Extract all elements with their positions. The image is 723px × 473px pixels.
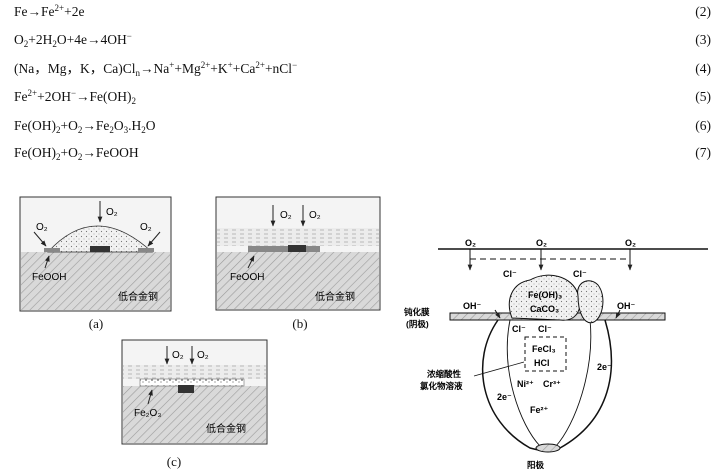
cathode-label: (阴极)	[406, 319, 429, 329]
cr-label: Cr³⁺	[543, 379, 561, 389]
equation-5: Fe2++2OH−→Fe(OH)2	[14, 88, 137, 106]
rust-label: FeOOH	[32, 272, 66, 283]
passive-film-label: 钝化膜	[404, 307, 430, 317]
panel-c: O₂ O₂ Fe₂O₃ 低合金钢	[121, 339, 268, 445]
oh-label: OH⁻	[463, 301, 482, 311]
solution-label: 氯化物溶液	[420, 381, 463, 391]
equation-number-3: (3)	[695, 32, 711, 47]
o2-label: O₂	[36, 222, 48, 233]
leader-line	[473, 361, 525, 377]
caco3-label: CaCO₃	[530, 304, 559, 314]
ni-label: Ni²⁺	[517, 379, 534, 389]
cl-label: Cl⁻	[573, 269, 587, 279]
o2-label: O₂	[197, 350, 209, 361]
cl-label: Cl⁻	[503, 269, 517, 279]
rust-deposit	[44, 248, 60, 252]
pointer-arrow	[44, 255, 50, 269]
o2-label: O₂	[172, 350, 184, 361]
steel-substrate	[217, 252, 379, 309]
water-droplet	[47, 225, 154, 253]
equation-number-6: (6)	[695, 118, 711, 133]
anode-region	[535, 443, 561, 453]
cl-label: Cl⁻	[512, 324, 526, 334]
pointer-arrow	[147, 389, 153, 405]
o2-label: O₂	[280, 210, 292, 221]
equation-number-5: (5)	[695, 89, 711, 104]
steel-label: 低合金钢	[206, 422, 246, 435]
rust-layer	[139, 378, 245, 387]
corrosion-cap	[508, 274, 581, 321]
cl-label: Cl⁻	[538, 324, 552, 334]
fe-label: Fe²⁺	[530, 405, 549, 415]
rust-label: FeOOH	[230, 272, 264, 283]
o2-label: O₂	[625, 238, 636, 248]
anode-pit	[178, 385, 194, 393]
equation-4: (Na，Mg，K，Ca)Cln→Na++Mg2++K++Ca2++nCl−	[14, 60, 298, 78]
equation-number-4: (4)	[695, 61, 711, 76]
o2-label: O₂	[536, 238, 547, 248]
steel-label: 低合金钢	[118, 290, 158, 303]
electron-label: 2e⁻	[597, 362, 612, 372]
equation-3: O2+2H2O+4e→4OH−	[14, 31, 132, 49]
anode-pit	[90, 246, 110, 252]
current-path	[506, 319, 541, 447]
o2-label: O₂	[106, 207, 118, 218]
equation-6: Fe(OH)2+O2→Fe2O3.H2O	[14, 118, 156, 135]
steel-substrate	[123, 386, 266, 443]
equation-2: Fe→Fe2++2e	[14, 3, 85, 20]
acid-box	[524, 336, 567, 372]
caption-c: (c)	[166, 454, 182, 469]
current-path	[555, 319, 592, 447]
feoh3-label: Fe(OH)₃	[528, 290, 562, 300]
rust-label: Fe₂O₃	[134, 408, 161, 419]
equation-number-7: (7)	[695, 145, 711, 160]
fecl3-label: FeCl₃	[532, 344, 556, 354]
equation-7: Fe(OH)2+O2→FeOOH	[14, 145, 139, 162]
electron-label: 2e⁻	[497, 392, 512, 402]
oh-label: OH⁻	[617, 301, 636, 311]
o2-label: O₂	[140, 222, 152, 233]
equation-number-2: (2)	[695, 4, 711, 19]
rust-deposit	[138, 248, 154, 252]
caption-b: (b)	[292, 316, 308, 331]
anode-label: 阳极	[527, 460, 545, 470]
pitting-diagram: O₂ O₂ O₂ OH⁻ OH⁻ Cl⁻ Cl⁻ Fe(OH)₃ CaCO₃ C…	[404, 238, 708, 470]
anode-pit	[288, 245, 306, 252]
water-film	[217, 228, 379, 246]
o2-arrow	[33, 231, 47, 247]
o2-arrow	[147, 231, 161, 247]
panel-a: O₂ O₂ O₂ FeOOH 低合金钢	[19, 196, 172, 312]
water-film	[123, 365, 266, 379]
hcl-label: HCl	[534, 358, 550, 368]
o2-label: O₂	[465, 238, 476, 248]
caption-a: (a)	[88, 316, 104, 331]
steel-label: 低合金钢	[315, 290, 355, 303]
rust-layer	[248, 246, 320, 252]
panel-b: O₂ O₂ FeOOH 低合金钢	[215, 196, 381, 311]
o2-label: O₂	[309, 210, 321, 221]
deposit	[577, 280, 604, 324]
pointer-arrow	[247, 255, 255, 269]
solution-label: 浓缩酸性	[427, 369, 462, 379]
